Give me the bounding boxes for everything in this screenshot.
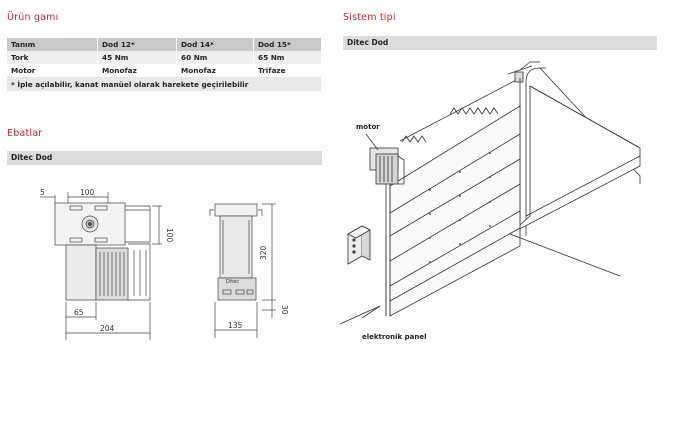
header-cell: Dod 12* [97, 38, 177, 51]
dim-label: 100 [165, 228, 174, 243]
dimension-drawing: 5 100 100 65 204 320 30 135 Ditec [40, 188, 289, 340]
table-cell: Tork [7, 51, 98, 64]
table-cell: 65 Nm [253, 51, 322, 64]
dimensions-title: Ebatlar [7, 128, 43, 139]
header-cell: Tanım [7, 38, 98, 51]
motor-side-view [209, 203, 276, 338]
table-row: Motor Monofaz Monofaz Trifaze [7, 64, 322, 77]
table-note-row: * İple açılabilir, kanat manüel olarak h… [7, 77, 322, 91]
table-cell: 45 Nm [97, 51, 177, 64]
system-type-title: Sistem tipi [343, 12, 396, 23]
motor-front-view [40, 192, 162, 340]
product-range-title: Ürün gamı [7, 12, 59, 23]
dim-label: 204 [100, 324, 115, 333]
dim-label: 30 [280, 305, 289, 315]
table-cell: 60 Nm [176, 51, 254, 64]
dimensions-subtitle-bar: Ditec Dod [7, 151, 322, 165]
table-note: * İple açılabilir, kanat manüel olarak h… [7, 77, 322, 91]
table-cell: Monofaz [97, 64, 177, 77]
system-subtitle-bar: Ditec Dod [343, 36, 657, 50]
table-row: Tork 45 Nm 60 Nm 65 Nm [7, 51, 322, 64]
dim-label: 5 [40, 188, 45, 197]
motor-unit [369, 147, 405, 185]
header-cell: Dod 14* [176, 38, 254, 51]
dim-label: 65 [74, 308, 84, 317]
table-header-row: Tanım Dod 12* Dod 14* Dod 15* [7, 38, 322, 51]
dim-label: 135 [228, 321, 243, 330]
electronic-panel-box [347, 225, 371, 265]
dim-label: 100 [80, 188, 95, 197]
table-cell: Trifaze [253, 64, 322, 77]
table-cell: Monofaz [176, 64, 254, 77]
brand-label: Ditec [226, 279, 239, 285]
table-cell: Motor [7, 64, 98, 77]
motor-callout: motor [356, 123, 380, 131]
product-spec-table: Tanım Dod 12* Dod 14* Dod 15* Tork 45 Nm… [7, 38, 322, 91]
system-illustration [340, 61, 641, 325]
electronic-panel-callout: elektronik panel [362, 333, 427, 341]
header-cell: Dod 15* [253, 38, 322, 51]
dim-label: 320 [259, 245, 268, 260]
